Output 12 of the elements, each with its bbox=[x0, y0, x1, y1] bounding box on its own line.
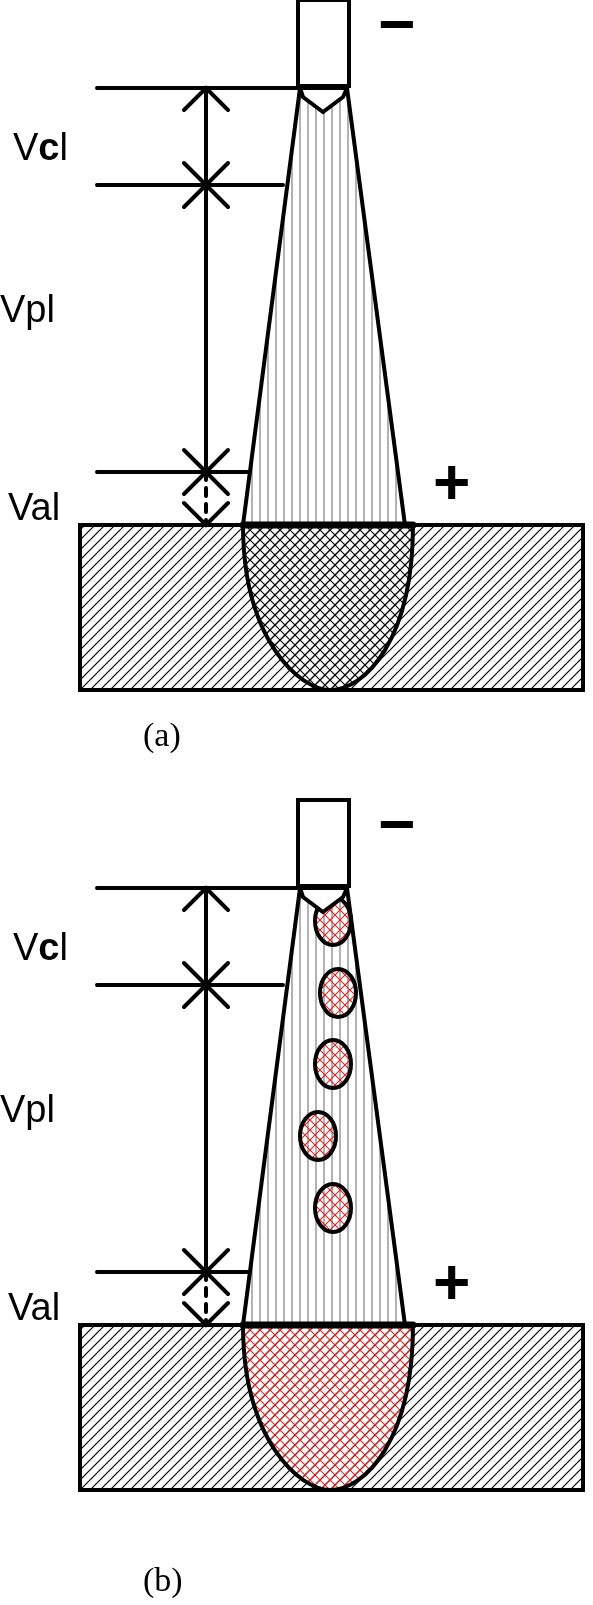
dimension-label: Vcl bbox=[13, 128, 68, 166]
polarity-sign: + bbox=[433, 450, 471, 514]
dimension-label: Val bbox=[8, 488, 61, 526]
polarity-sign: − bbox=[378, 792, 416, 856]
dimension-label: Vcl bbox=[13, 928, 68, 966]
polarity-sign: + bbox=[433, 1250, 471, 1314]
dimension-label: Val bbox=[8, 1288, 61, 1326]
dimension-label: Vpl bbox=[0, 1090, 55, 1128]
panel-label: (a) bbox=[143, 718, 181, 752]
polarity-sign: − bbox=[378, 0, 416, 56]
panel-label: (b) bbox=[143, 1563, 183, 1597]
dimension-label: Vpl bbox=[0, 290, 55, 328]
